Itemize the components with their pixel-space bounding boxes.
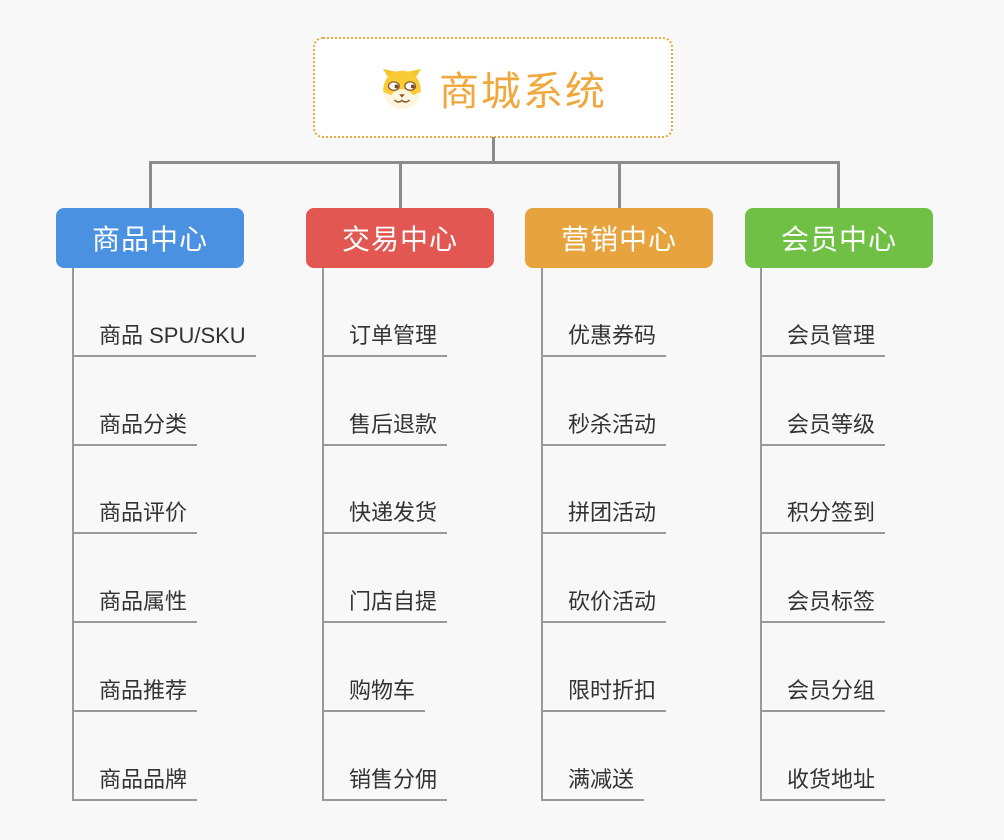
connector-rail (149, 161, 840, 164)
leaf-row: 会员分组 (760, 623, 975, 713)
root-node-mall-system[interactable]: 商城系统 (313, 37, 673, 138)
branch-column-member: 会员管理 会员等级 积分签到 会员标签 会员分组 收货地址 (760, 268, 975, 801)
leaf-row: 快递发货 (322, 446, 537, 535)
leaf-node-product-category[interactable]: 商品分类 (72, 407, 198, 446)
leaf-node-member-level[interactable]: 会员等级 (760, 407, 886, 446)
connector-drop-member (837, 161, 840, 208)
leaf-row: 拼团活动 (541, 446, 756, 535)
leaf-row: 会员管理 (760, 268, 975, 357)
leaf-row: 会员标签 (760, 534, 975, 624)
leaf-node-shipping-address[interactable]: 收货地址 (760, 762, 886, 801)
leaf-row: 商品属性 (72, 534, 287, 624)
leaf-node-bargain-activity[interactable]: 砍价活动 (541, 584, 667, 624)
leaf-node-full-reduction[interactable]: 满减送 (541, 762, 645, 801)
leaf-row: 收货地址 (760, 712, 975, 801)
connector-drop-trade (399, 161, 402, 208)
leaf-row: 商品 SPU/SKU (72, 268, 287, 357)
leaf-node-coupon-code[interactable]: 优惠券码 (541, 318, 667, 357)
leaf-node-product-brand[interactable]: 商品品牌 (72, 762, 198, 801)
leaf-row: 售后退款 (322, 357, 537, 446)
leaf-row: 商品分类 (72, 357, 287, 446)
connector-root-stub (492, 137, 495, 161)
leaf-node-store-pickup[interactable]: 门店自提 (322, 584, 448, 624)
leaf-row: 商品推荐 (72, 623, 287, 713)
branch-node-product-center[interactable]: 商品中心 (56, 208, 244, 268)
leaf-node-express-shipping[interactable]: 快递发货 (322, 495, 448, 535)
leaf-row: 优惠券码 (541, 268, 756, 357)
leaf-node-product-attribute[interactable]: 商品属性 (72, 584, 198, 624)
branch-node-member-center[interactable]: 会员中心 (745, 208, 933, 268)
root-title: 商城系统 (439, 69, 607, 114)
leaf-row: 限时折扣 (541, 623, 756, 713)
leaf-row: 秒杀活动 (541, 357, 756, 446)
leaf-node-limited-time-discount[interactable]: 限时折扣 (541, 673, 667, 713)
connector-drop-marketing (618, 161, 621, 208)
connector-drop-product (149, 161, 152, 208)
leaf-row: 商品品牌 (72, 712, 287, 801)
leaf-node-sales-commission[interactable]: 销售分佣 (322, 762, 448, 801)
leaf-node-flash-sale[interactable]: 秒杀活动 (541, 407, 667, 446)
leaf-node-member-tag[interactable]: 会员标签 (760, 584, 886, 624)
leaf-node-product-spu-sku[interactable]: 商品 SPU/SKU (72, 318, 256, 357)
branch-node-marketing-center[interactable]: 营销中心 (525, 208, 713, 268)
branch-column-trade: 订单管理 售后退款 快递发货 门店自提 购物车 销售分佣 (322, 268, 537, 801)
leaf-row: 购物车 (322, 623, 537, 713)
leaf-row: 满减送 (541, 712, 756, 801)
leaf-node-aftersale-refund[interactable]: 售后退款 (322, 407, 448, 446)
leaf-node-member-group[interactable]: 会员分组 (760, 673, 886, 713)
leaf-node-points-checkin[interactable]: 积分签到 (760, 495, 886, 535)
leaf-row: 砍价活动 (541, 534, 756, 624)
leaf-node-shopping-cart[interactable]: 购物车 (322, 673, 426, 713)
branch-column-marketing: 优惠券码 秒杀活动 拼团活动 砍价活动 限时折扣 满减送 (541, 268, 756, 801)
branch-column-product: 商品 SPU/SKU 商品分类 商品评价 商品属性 商品推荐 商品品牌 (72, 268, 287, 801)
leaf-node-group-buy[interactable]: 拼团活动 (541, 495, 667, 535)
leaf-node-product-review[interactable]: 商品评价 (72, 495, 198, 535)
branch-node-trade-center[interactable]: 交易中心 (306, 208, 494, 268)
leaf-row: 订单管理 (322, 268, 537, 357)
leaf-node-order-management[interactable]: 订单管理 (322, 318, 448, 357)
leaf-node-member-management[interactable]: 会员管理 (760, 318, 886, 357)
dog-face-icon (382, 68, 422, 109)
leaf-row: 销售分佣 (322, 712, 537, 801)
leaf-row: 门店自提 (322, 534, 537, 624)
leaf-node-product-recommend[interactable]: 商品推荐 (72, 673, 198, 713)
leaf-row: 积分签到 (760, 446, 975, 535)
leaf-row: 会员等级 (760, 357, 975, 446)
leaf-row: 商品评价 (72, 446, 287, 535)
